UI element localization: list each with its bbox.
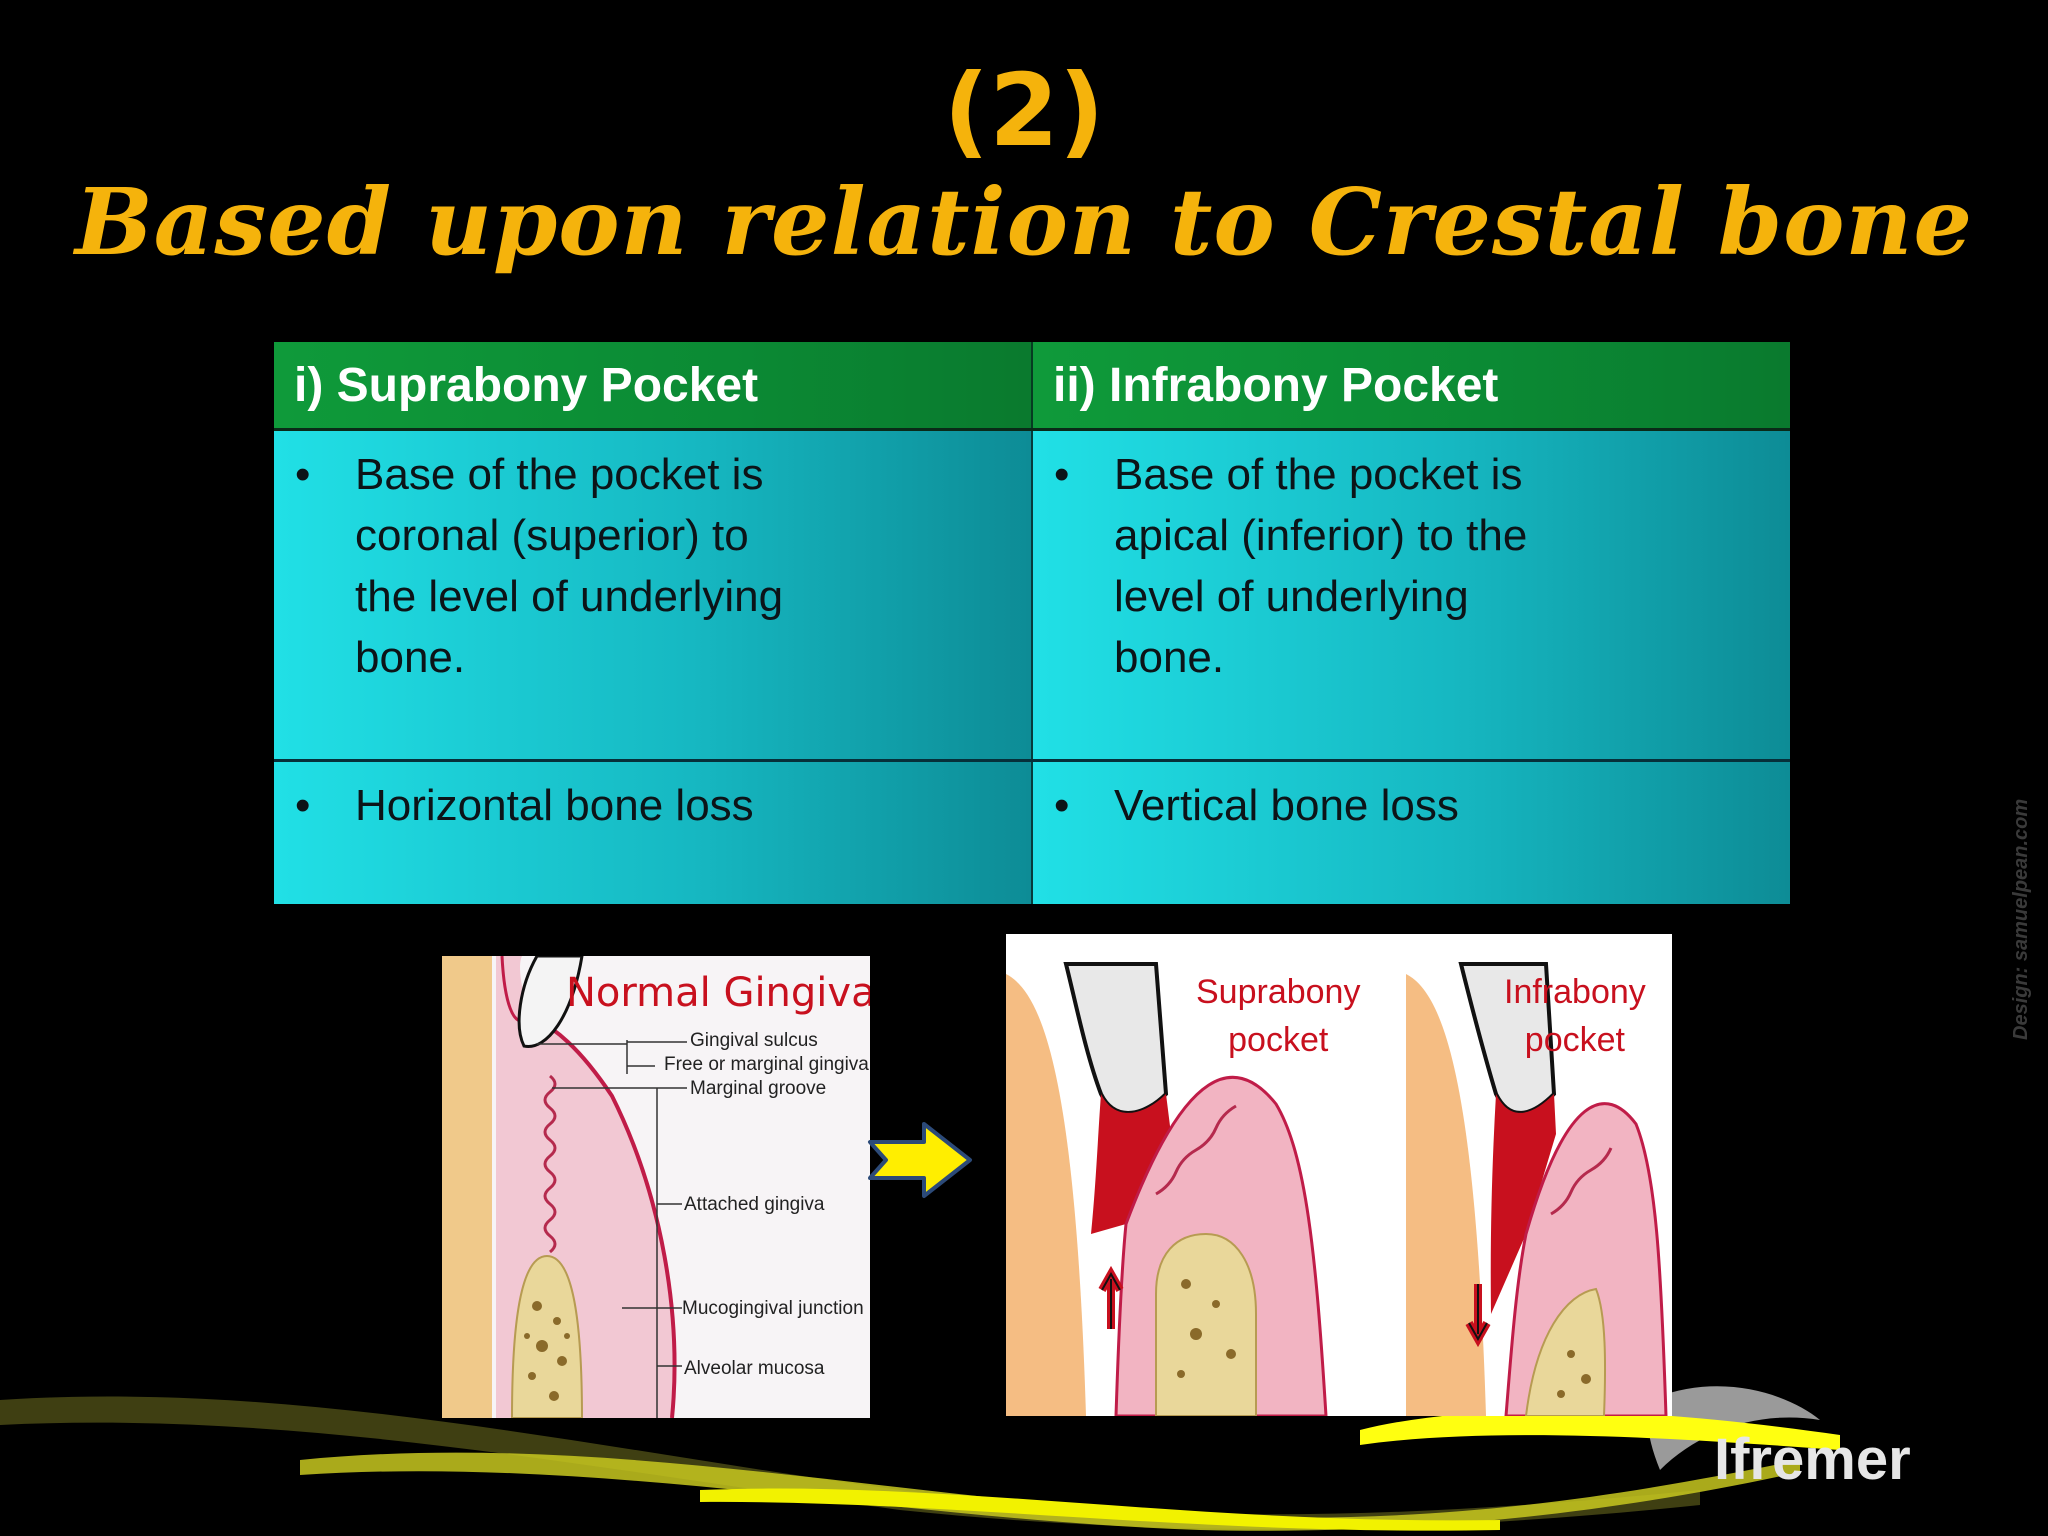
label-gingival-sulcus: Gingival sulcus — [690, 1030, 818, 1051]
ifremer-logo: Ifremer — [1714, 1427, 1911, 1492]
label-free-marginal-gingiva: Free or marginal gingiva — [664, 1054, 869, 1075]
label-marginal-groove: Marginal groove — [690, 1078, 827, 1099]
page-title: Based upon relation to Crestal bone — [75, 168, 1973, 276]
header-suprabony: i) Suprabony Pocket — [274, 342, 1033, 431]
pocket-illustration — [1006, 962, 1668, 1416]
table-cell: • Base of the pocket is apical (inferior)… — [1032, 429, 1790, 762]
table-row: • Base of the pocket is coronal (superior… — [274, 429, 1790, 762]
arrow-right-icon — [868, 1122, 972, 1198]
table-row: • Horizontal bone loss • Vertical bone los… — [274, 760, 1790, 904]
table-cell: • Vertical bone loss — [1032, 760, 1790, 904]
infrabony-label: Infrabony pocket — [1504, 973, 1646, 1059]
suprabony-label: Suprabony pocket — [1196, 973, 1361, 1059]
bullet: • — [295, 450, 311, 499]
label-attached-gingiva: Attached gingiva — [684, 1194, 825, 1215]
normal-gingiva-figure: Normal Gingiva Gingival sulcus Free or m… — [442, 956, 870, 1418]
bullet: • — [295, 781, 311, 830]
gingiva-illustration — [442, 956, 687, 1418]
table-header-row: i) Suprabony Pocket ii) Infrabony Pocket — [274, 342, 1790, 431]
label-alveolar-mucosa: Alveolar mucosa — [684, 1358, 825, 1379]
pocket-comparison-figure: Suprabony pocket Infrabony pocket — [1006, 934, 1672, 1416]
table-cell: • Horizontal bone loss — [274, 760, 1033, 904]
bullet: • — [1054, 450, 1070, 499]
bullet: • — [1054, 781, 1070, 830]
cell-text-horizontal-loss: Horizontal bone loss — [355, 781, 754, 830]
background-swoosh — [0, 1386, 1840, 1531]
header-infrabony: ii) Infrabony Pocket — [1032, 342, 1790, 431]
label-mucogingival-junction: Mucogingival junction — [682, 1298, 864, 1319]
normal-gingiva-title: Normal Gingiva — [566, 970, 870, 1016]
table-cell: • Base of the pocket is coronal (superior… — [274, 429, 1033, 762]
comparison-table: i) Suprabony Pocket ii) Infrabony Pocket… — [274, 342, 1790, 904]
cell-text-suprabony-base: Base of the pocket is coronal (superior)… — [355, 450, 784, 682]
cell-text-vertical-loss: Vertical bone loss — [1114, 781, 1459, 830]
designer-watermark: Design: samuelpean.com — [2010, 798, 2032, 1040]
title-number: (2) — [943, 52, 1105, 169]
cell-text-infrabony-base: Base of the pocket is apical (inferior) … — [1114, 450, 1528, 682]
